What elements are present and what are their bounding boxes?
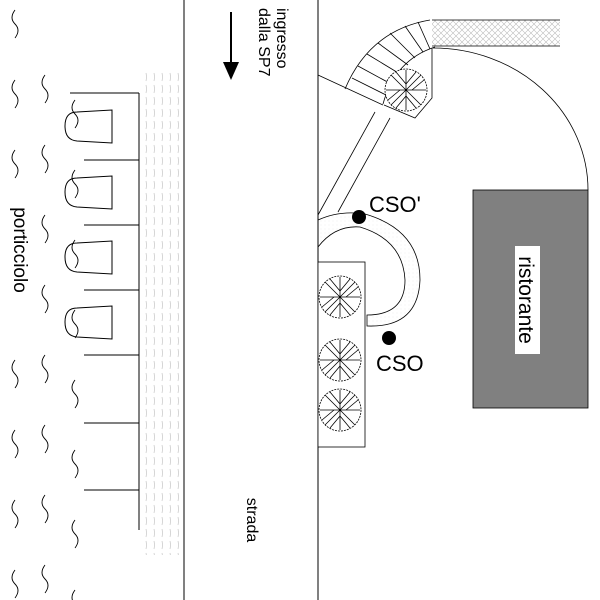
point-marker-icon [382, 331, 396, 345]
restaurant-label: ristorante [514, 256, 537, 344]
wave-icon [11, 9, 19, 39]
wave-icon [71, 519, 79, 549]
boat-icon [64, 109, 113, 144]
tree-icon [318, 275, 362, 319]
entrance-label-line1: ingresso [273, 8, 290, 69]
entrance-label-line2: dalla SP7 [255, 8, 272, 77]
wave-icon [41, 424, 49, 454]
road-label: strada [243, 498, 260, 543]
wave-icon [11, 569, 19, 599]
wave-icon [71, 99, 79, 129]
wave-icon [11, 429, 19, 459]
wave-icon [71, 379, 79, 409]
wave-icon [41, 284, 49, 314]
wave-icon [41, 494, 49, 524]
turning-circle [317, 212, 421, 327]
boat-icon [64, 305, 113, 340]
wave-icon [41, 74, 49, 104]
point-marker-icon [352, 210, 366, 224]
pier [70, 92, 140, 530]
cso-label: CSO [376, 351, 424, 376]
cso-prime-label: CSO' [369, 192, 421, 217]
wave-icon [71, 449, 79, 479]
wave-icon [11, 79, 19, 109]
tree-icon [318, 388, 362, 432]
wave-icon [11, 149, 19, 179]
wave-icon [71, 589, 76, 600]
restaurant-label-box [515, 246, 540, 354]
arrow-down-icon [223, 12, 239, 80]
walkway [317, 19, 589, 216]
wave-icon [71, 169, 79, 199]
wave-icon [41, 214, 49, 244]
tree-icon [318, 338, 362, 382]
tree-icon [384, 68, 428, 112]
harbor-label: porticciolo [9, 207, 30, 293]
wave-icon [71, 239, 79, 269]
water-waves [11, 9, 79, 600]
wave-icon [11, 499, 19, 529]
wave-icon [41, 144, 49, 174]
boat-icon [64, 175, 113, 210]
quay-pavement [143, 70, 181, 555]
wave-icon [41, 564, 49, 594]
wave-icon [11, 359, 19, 389]
wave-icon [71, 309, 79, 339]
wave-icon [41, 354, 49, 384]
